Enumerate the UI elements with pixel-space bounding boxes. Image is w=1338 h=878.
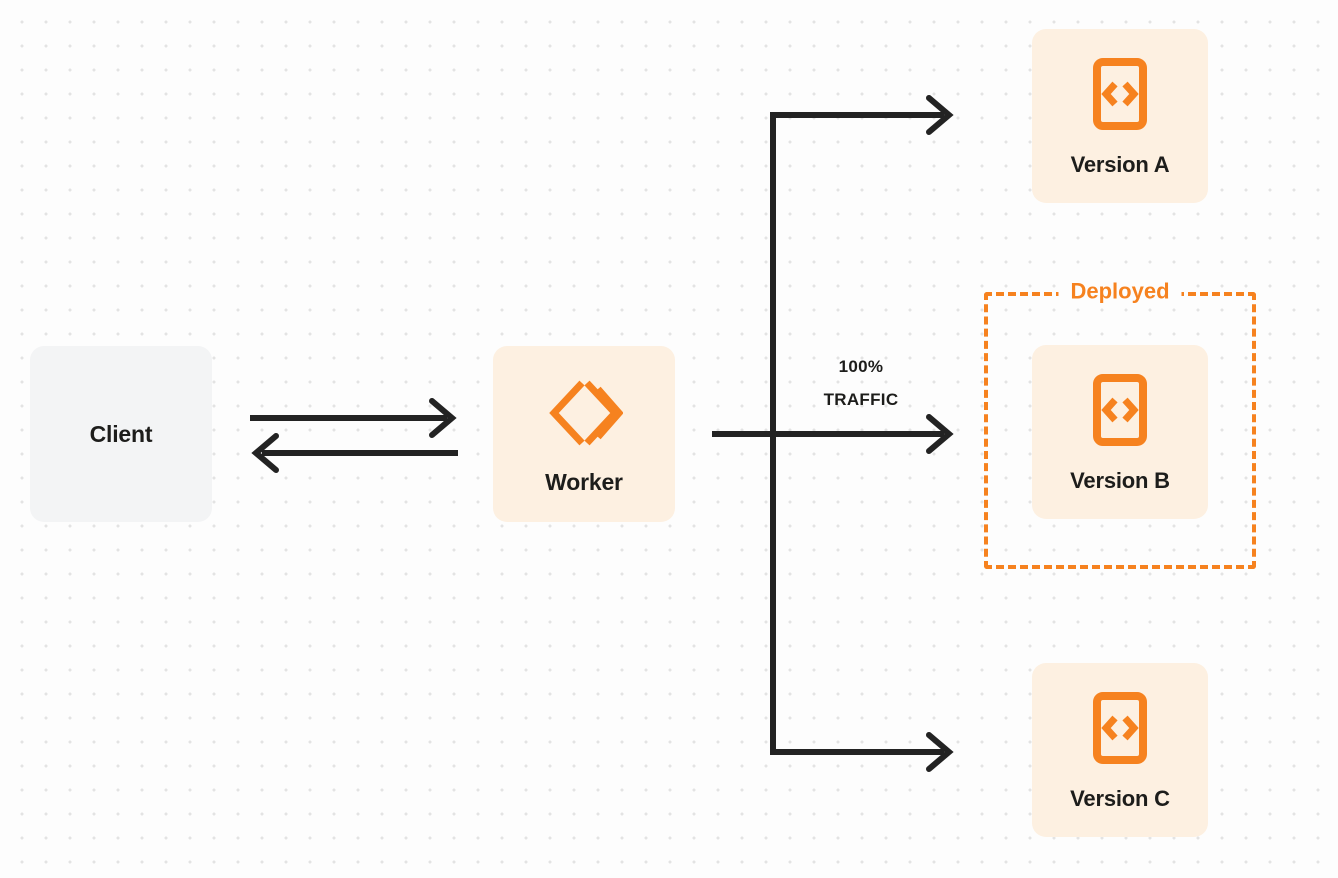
code-file-icon (1092, 691, 1148, 770)
node-version-c-label: Version C (1070, 785, 1170, 811)
node-worker[interactable]: Worker (493, 346, 675, 522)
edge-client-to-worker (250, 398, 457, 438)
edge-worker-to-version-b (712, 414, 954, 454)
node-version-b[interactable]: Version B (1032, 345, 1208, 519)
traffic-percent: 100% (838, 357, 884, 376)
edge-worker-to-client (251, 433, 458, 473)
node-client-label: Client (89, 420, 153, 447)
code-file-icon (1092, 373, 1148, 452)
edge-worker-to-version-c (770, 732, 954, 772)
node-worker-label: Worker (545, 469, 623, 495)
node-version-a-label: Version A (1070, 151, 1170, 177)
node-version-c[interactable]: Version C (1032, 663, 1208, 837)
cloudflare-workers-icon (545, 374, 624, 457)
traffic-unit: TRAFFIC (823, 390, 899, 410)
edge-worker-to-version-a (770, 95, 954, 135)
node-version-b-label: Version B (1070, 467, 1170, 493)
code-file-icon (1092, 57, 1148, 136)
deployed-group: Deployed (984, 280, 1256, 569)
deployed-group-label: Deployed (1058, 280, 1182, 303)
node-client[interactable]: Client (30, 346, 212, 522)
node-version-a[interactable]: Version A (1032, 29, 1208, 203)
traffic-label: 100% TRAFFIC (781, 350, 941, 416)
